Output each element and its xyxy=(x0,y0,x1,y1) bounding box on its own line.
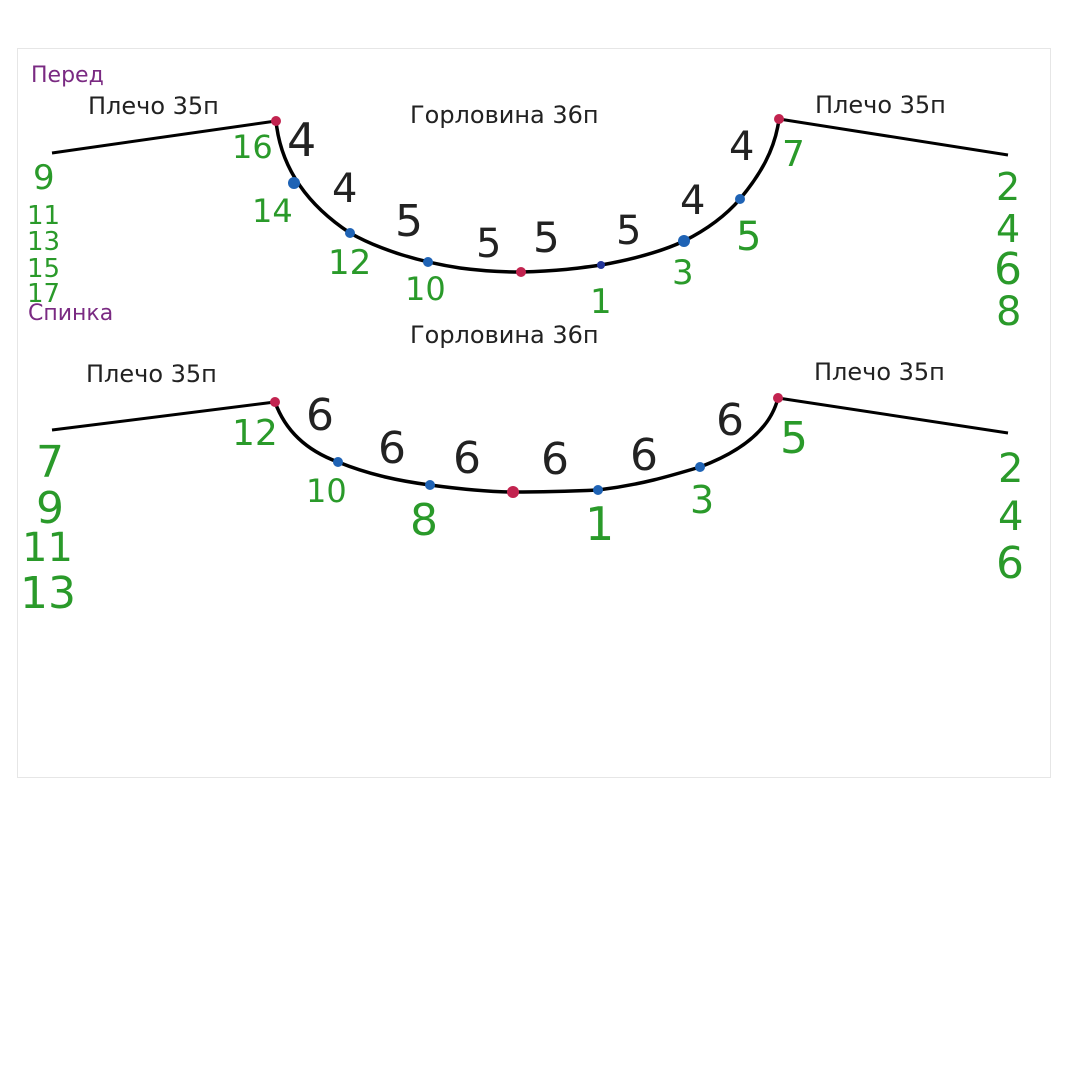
front-point-label: 10 xyxy=(405,270,446,308)
front-title: Перед xyxy=(31,63,104,88)
back-title: Спинка xyxy=(28,301,113,326)
front-point-label: 5 xyxy=(736,214,761,260)
front-decrease-count: 4 xyxy=(287,113,316,167)
back-left-shoulder-line xyxy=(51,400,276,432)
back-row-number: 9 xyxy=(36,483,64,534)
back-decrease-count: 6 xyxy=(306,390,334,441)
back-decrease-count: 6 xyxy=(453,433,481,484)
back-shoulder-right-label: Плечо 35п xyxy=(814,358,945,386)
back-decrease-count: 6 xyxy=(630,430,658,481)
front-row-number: 2 xyxy=(996,165,1020,209)
back-row-number: 11 xyxy=(22,525,73,571)
back-row-number: 7 xyxy=(36,437,64,488)
front-point-label: 16 xyxy=(232,128,273,166)
back-point-dot xyxy=(333,457,343,467)
front-decrease-count: 4 xyxy=(729,124,754,170)
back-point-label: 8 xyxy=(410,495,438,546)
front-row-number: 4 xyxy=(996,207,1020,251)
front-left-end-dot xyxy=(271,116,281,126)
front-decrease-count: 5 xyxy=(476,221,501,267)
back-point-dot xyxy=(425,480,435,490)
back-right-shoulder-line xyxy=(777,396,1009,435)
back-left-end-dot xyxy=(270,397,280,407)
front-row-number: 13 xyxy=(27,227,60,257)
back-center-dot xyxy=(507,486,519,498)
diagram-frame xyxy=(17,48,1051,778)
front-row-number: 9 xyxy=(33,158,55,198)
front-row-number: 6 xyxy=(994,244,1022,295)
front-point-dot xyxy=(678,235,690,247)
back-shoulder-left-label: Плечо 35п xyxy=(86,360,217,388)
front-decrease-count: 5 xyxy=(616,208,641,254)
front-decrease-count: 4 xyxy=(680,178,705,224)
back-point-dot xyxy=(695,462,705,472)
back-point-label: 1 xyxy=(585,497,614,551)
front-row-number: 11 xyxy=(27,201,60,231)
front-right-shoulder-line xyxy=(778,117,1009,157)
back-row-number: 2 xyxy=(998,446,1023,492)
front-point-label: 7 xyxy=(782,134,805,175)
back-section: Спинка Горловина 36п Плечо 35п Плечо 35п… xyxy=(20,301,1024,619)
back-point-label: 12 xyxy=(232,413,278,454)
back-point-label: 10 xyxy=(306,472,347,510)
front-point-dot xyxy=(345,228,355,238)
front-shoulder-left-label: Плечо 35п xyxy=(88,92,219,120)
front-row-number: 15 xyxy=(27,254,60,284)
back-point-label: 5 xyxy=(780,413,808,464)
back-decrease-count: 6 xyxy=(378,423,406,474)
front-point-dot xyxy=(288,177,300,189)
back-row-number: 4 xyxy=(998,494,1023,540)
back-row-number: 6 xyxy=(996,538,1024,589)
front-section: Перед Плечо 35п Плечо 35п Горловина 36п … xyxy=(27,63,1022,335)
front-point-label: 3 xyxy=(672,253,694,293)
front-point-dot xyxy=(735,194,745,204)
front-point-label: 12 xyxy=(328,243,371,283)
back-right-end-dot xyxy=(773,393,783,403)
front-row-number: 8 xyxy=(996,289,1021,335)
front-row-number: 17 xyxy=(27,279,60,309)
back-decrease-count: 6 xyxy=(541,434,569,485)
front-point-label: 1 xyxy=(590,282,612,322)
front-point-dot xyxy=(597,261,605,269)
front-point-dot xyxy=(423,257,433,267)
front-decrease-count: 5 xyxy=(395,196,423,247)
front-center-dot xyxy=(516,267,526,277)
front-neckline-label: Горловина 36п xyxy=(410,101,599,129)
front-shoulder-right-label: Плечо 35п xyxy=(815,91,946,119)
front-decrease-count: 5 xyxy=(533,213,560,262)
back-point-label: 3 xyxy=(690,478,714,522)
front-left-shoulder-line xyxy=(51,119,277,155)
back-point-dot xyxy=(593,485,603,495)
front-point-label: 14 xyxy=(252,192,293,230)
back-neckline-label: Горловина 36п xyxy=(410,321,599,349)
back-row-number: 13 xyxy=(20,568,76,619)
front-decrease-count: 4 xyxy=(332,166,357,212)
front-right-end-dot xyxy=(774,114,784,124)
back-decrease-count: 6 xyxy=(716,395,744,446)
